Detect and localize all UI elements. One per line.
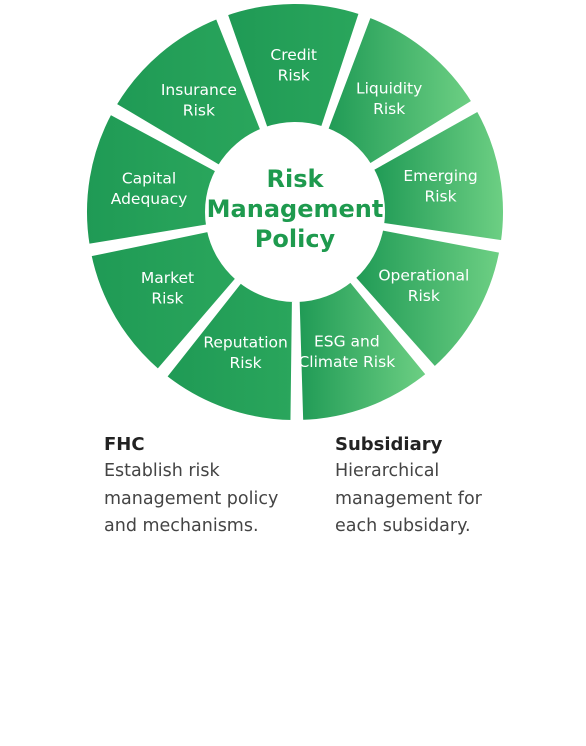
segment-emerging-risk xyxy=(369,106,507,245)
fhc-text-line: and mechanisms. xyxy=(104,516,259,536)
center-title: Risk xyxy=(267,165,325,193)
segment-reputation-risk xyxy=(162,278,296,425)
subsidiary-title: Subsidiary xyxy=(335,434,443,455)
center-title: Policy xyxy=(255,225,336,253)
center-title: Management xyxy=(207,195,384,223)
segment-market-risk xyxy=(86,227,241,375)
segment-operational-risk xyxy=(350,226,504,372)
segment-capital-adequacy xyxy=(83,109,221,249)
subsidiary-text-line: Hierarchical xyxy=(335,461,440,481)
fhc-text-line: Establish risk xyxy=(104,461,220,481)
center-hub xyxy=(208,125,382,299)
subsidiary-description: Subsidiary Hierarchical management for e… xyxy=(335,432,555,541)
segment-insurance-risk xyxy=(111,14,266,170)
fhc-title: FHC xyxy=(104,434,145,455)
subsidiary-text-line: management for xyxy=(335,488,482,509)
fhc-description: FHC Establish risk management policy and… xyxy=(104,432,324,541)
segment-credit-risk xyxy=(223,0,364,132)
segment-esg-climate-risk xyxy=(295,277,431,424)
segment-liquidity-risk xyxy=(323,12,477,169)
subsidiary-text-line: each subsidary. xyxy=(335,516,471,536)
fhc-text-line: management policy xyxy=(104,488,279,509)
